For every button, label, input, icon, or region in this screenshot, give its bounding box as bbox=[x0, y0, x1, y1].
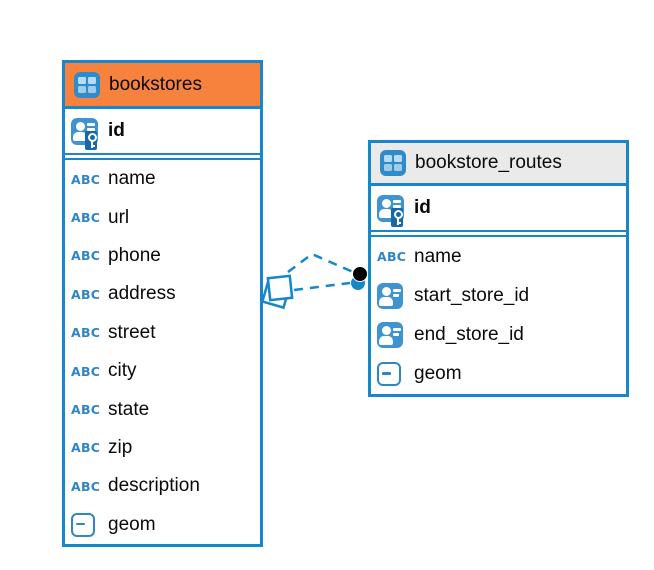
column-name: zip bbox=[108, 436, 133, 458]
column-name: name bbox=[108, 168, 156, 190]
geometry-type-icon bbox=[377, 362, 401, 387]
column-name: url bbox=[108, 206, 130, 228]
column-name: end_store_id bbox=[414, 324, 524, 346]
text-type-icon: ABC bbox=[71, 478, 101, 494]
column-list: ABC name start_store_id end_store_id bbox=[371, 235, 626, 394]
column-name: geom bbox=[108, 513, 156, 535]
table-header-bookstores[interactable]: bookstores bbox=[65, 63, 260, 109]
column-row[interactable]: start_store_id bbox=[371, 276, 626, 315]
text-type-icon: ABC bbox=[71, 440, 101, 456]
column-name: name bbox=[414, 245, 462, 267]
source-marker-square-back bbox=[260, 278, 292, 310]
column-list: ABC name ABC url ABC phone ABC address A… bbox=[65, 158, 260, 544]
table-title: bookstores bbox=[109, 73, 202, 95]
column-row[interactable]: ABC phone bbox=[65, 237, 260, 275]
text-type-icon: ABC bbox=[377, 249, 407, 265]
column-row[interactable]: ABC state bbox=[65, 390, 260, 428]
column-row[interactable]: ABC description bbox=[65, 467, 260, 505]
column-name: state bbox=[108, 398, 150, 420]
column-row[interactable]: geom bbox=[65, 506, 260, 544]
table-icon bbox=[74, 71, 100, 98]
primary-key-icon bbox=[71, 117, 98, 150]
text-type-icon: ABC bbox=[71, 363, 101, 379]
column-row[interactable]: ABC name bbox=[65, 160, 260, 198]
column-row[interactable]: ABC name bbox=[371, 237, 626, 276]
column-name: description bbox=[108, 475, 200, 497]
text-type-icon: ABC bbox=[71, 286, 101, 302]
column-row[interactable]: ABC street bbox=[65, 314, 260, 352]
table-title: bookstore_routes bbox=[415, 152, 562, 173]
column-name: city bbox=[108, 360, 137, 382]
column-name: start_store_id bbox=[414, 284, 530, 306]
text-type-icon: ABC bbox=[71, 325, 101, 341]
column-row[interactable]: ABC url bbox=[65, 198, 260, 236]
column-name: id bbox=[108, 120, 125, 141]
column-row[interactable]: ABC city bbox=[65, 352, 260, 390]
column-row[interactable]: ABC zip bbox=[65, 429, 260, 467]
table-header-bookstore-routes[interactable]: bookstore_routes bbox=[371, 143, 626, 186]
section-divider bbox=[371, 232, 626, 235]
table-bookstore-routes[interactable]: bookstore_routes id ABC name bbox=[368, 140, 629, 397]
target-marker-ring bbox=[351, 276, 365, 290]
table-bookstores[interactable]: bookstores id ABC name ABC url bbox=[62, 60, 263, 547]
text-type-icon: ABC bbox=[71, 210, 101, 226]
table-icon bbox=[380, 150, 406, 176]
section-divider bbox=[65, 155, 260, 158]
column-name: geom bbox=[414, 363, 462, 385]
primary-key-icon bbox=[377, 194, 404, 227]
relationship-lines bbox=[287, 252, 354, 292]
column-name: address bbox=[108, 283, 176, 305]
reference-type-icon bbox=[377, 282, 403, 309]
text-type-icon: ABC bbox=[71, 248, 101, 264]
reference-type-icon bbox=[377, 322, 403, 349]
column-name: street bbox=[108, 321, 156, 343]
column-row[interactable]: end_store_id bbox=[371, 316, 626, 355]
geometry-type-icon bbox=[71, 512, 95, 537]
column-row[interactable]: ABC address bbox=[65, 275, 260, 313]
column-name: id bbox=[414, 197, 431, 218]
column-row[interactable]: geom bbox=[371, 355, 626, 394]
column-row-pk[interactable]: id bbox=[371, 186, 626, 232]
column-row-pk[interactable]: id bbox=[65, 109, 260, 155]
text-type-icon: ABC bbox=[71, 171, 101, 187]
column-name: phone bbox=[108, 244, 161, 266]
source-marker-square-front bbox=[266, 274, 294, 302]
target-marker-dot bbox=[352, 266, 368, 282]
text-type-icon: ABC bbox=[71, 402, 101, 418]
